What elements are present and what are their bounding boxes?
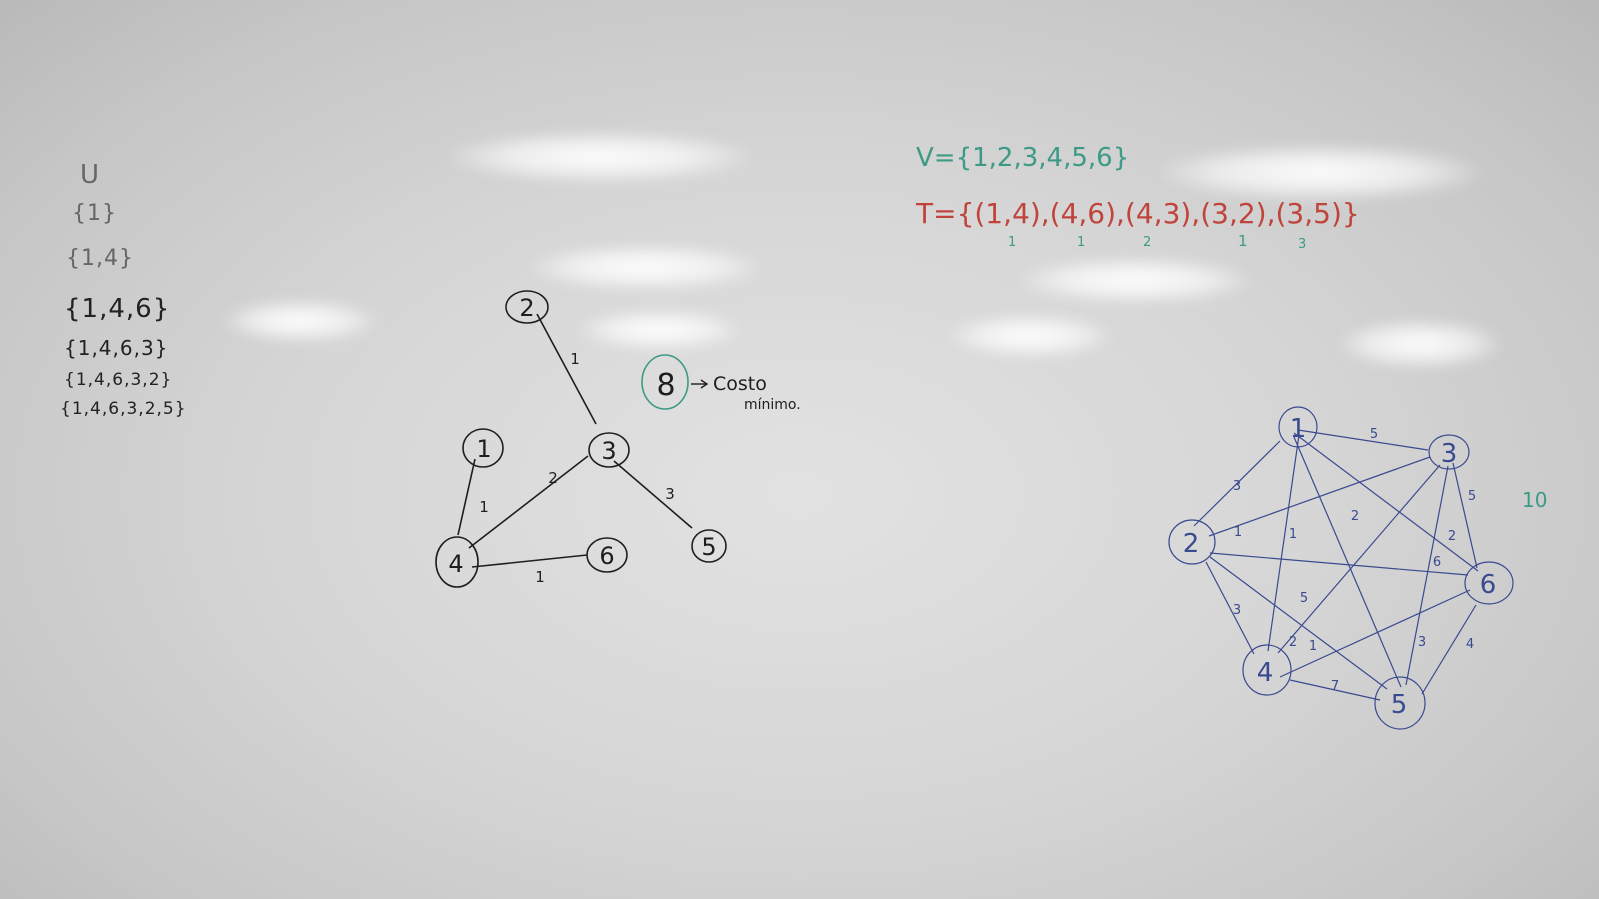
tree-edge (613, 460, 693, 529)
graph-edge-weight: 2 (1289, 635, 1297, 650)
tree-node-circle (505, 290, 549, 324)
tree-node-circle (588, 432, 630, 468)
graph-node-label: 4 (1257, 658, 1274, 688)
graph-edge (1421, 604, 1477, 695)
graph-edge (1405, 465, 1449, 686)
graph-node-circle (1428, 434, 1470, 470)
tree-node-circle (462, 428, 504, 468)
graph-node-circle (1374, 676, 1426, 730)
t-weight: 1 (1238, 232, 1248, 250)
tree-node-circle (691, 529, 727, 563)
graph-node-circle (1278, 406, 1318, 448)
light-reflection (950, 315, 1110, 357)
light-reflection (225, 300, 375, 342)
sequence-step: {1,4,6} (64, 294, 171, 324)
graph-edge (1193, 440, 1281, 527)
v-set: V={1,2,3,4,5,6} (916, 143, 1130, 173)
cost-label: Costo (713, 373, 767, 395)
graph-edge (1209, 556, 1388, 690)
tree-node-label: 1 (476, 435, 491, 463)
graph-edge-weight: 1 (1289, 527, 1297, 542)
tree-node-label: 3 (601, 437, 616, 465)
tree-node-label: 6 (599, 542, 614, 570)
graph-edge (1452, 462, 1478, 569)
sequence-step: {1,4} (66, 246, 134, 271)
graph-edge (1297, 429, 1429, 451)
tree-edge (457, 458, 476, 536)
cost-value: 8 (656, 368, 675, 403)
graph-edge (1208, 456, 1431, 537)
t-set: T={(1,4),(4,6),(4,3),(3,2),(3,5)} (916, 197, 1360, 230)
graph-edge-weight: 3 (1233, 603, 1241, 618)
graph-edge-weight: 7 (1331, 679, 1339, 694)
graph-edge (1205, 561, 1255, 655)
light-reflection (1160, 145, 1480, 200)
graph-edge-weight: 5 (1370, 427, 1378, 442)
graph-edge (1267, 434, 1300, 652)
graph-node-label: 3 (1441, 439, 1458, 469)
graph-node-label: 6 (1480, 570, 1497, 600)
light-reflection (580, 310, 740, 350)
light-reflection (530, 245, 760, 290)
tree-node-label: 4 (448, 550, 463, 578)
tree-edge (536, 313, 597, 425)
tree-edge (471, 554, 588, 568)
t-weight: 3 (1298, 237, 1307, 252)
graph-edge-weight: 1 (1309, 639, 1317, 654)
graph-side-note: 10 (1522, 488, 1547, 512)
graph-node-label: 1 (1290, 414, 1307, 444)
graph-edge-weight: 6 (1433, 555, 1441, 570)
tree-node-label: 5 (701, 533, 716, 561)
graph-edge (1277, 464, 1441, 654)
graph-edge-weight: 2 (1448, 529, 1456, 544)
graph-edge-weight: 3 (1233, 479, 1241, 494)
sequence-step: {1,4,6,3} (64, 336, 169, 360)
tree-edge (468, 455, 589, 549)
tree-edge-weight: 1 (570, 350, 580, 368)
graph-edge (1293, 436, 1402, 688)
t-weight: 1 (1077, 235, 1086, 250)
tree-node-circle (435, 536, 479, 588)
graph-edge (1289, 679, 1381, 701)
sequence-step: {1,4,6,3,2,5} (60, 399, 187, 419)
t-weight: 2 (1143, 235, 1152, 250)
cost-label: mínimo. (744, 397, 801, 413)
tree-node-circle (586, 537, 628, 573)
graph-node-circle (1242, 644, 1292, 696)
graph-edge-weight: 1 (1234, 525, 1242, 540)
tree-edge-weight: 1 (535, 568, 545, 586)
graph-node-label: 2 (1183, 529, 1200, 559)
sequence-label: U (80, 160, 101, 190)
light-reflection (450, 132, 750, 182)
graph-edge-weight: 3 (1418, 635, 1426, 650)
cost-circle (641, 354, 689, 410)
tree-edge-weight: 3 (665, 485, 675, 503)
t-weight: 1 (1008, 235, 1017, 250)
tree-edge-weight: 1 (479, 498, 489, 516)
graph-edge-weight: 2 (1351, 509, 1359, 524)
light-reflection (1340, 320, 1500, 368)
light-reflection (1020, 258, 1250, 303)
arrow-head-icon (700, 379, 709, 389)
graph-edge (1209, 552, 1469, 576)
graph-edge-weight: 5 (1300, 591, 1308, 606)
graph-edge (1279, 589, 1471, 678)
graph-edge (1293, 432, 1479, 572)
sequence-step: {1} (72, 201, 117, 226)
graph-edge-weight: 5 (1468, 489, 1476, 504)
tree-node-label: 2 (519, 294, 534, 322)
sequence-step: {1,4,6,3,2} (64, 370, 173, 390)
tree-edge-weight: 2 (548, 469, 558, 487)
graph-node-label: 5 (1391, 690, 1408, 720)
graph-node-circle (1168, 519, 1216, 565)
graph-edge-weight: 4 (1466, 637, 1474, 652)
graph-node-circle (1464, 561, 1514, 605)
